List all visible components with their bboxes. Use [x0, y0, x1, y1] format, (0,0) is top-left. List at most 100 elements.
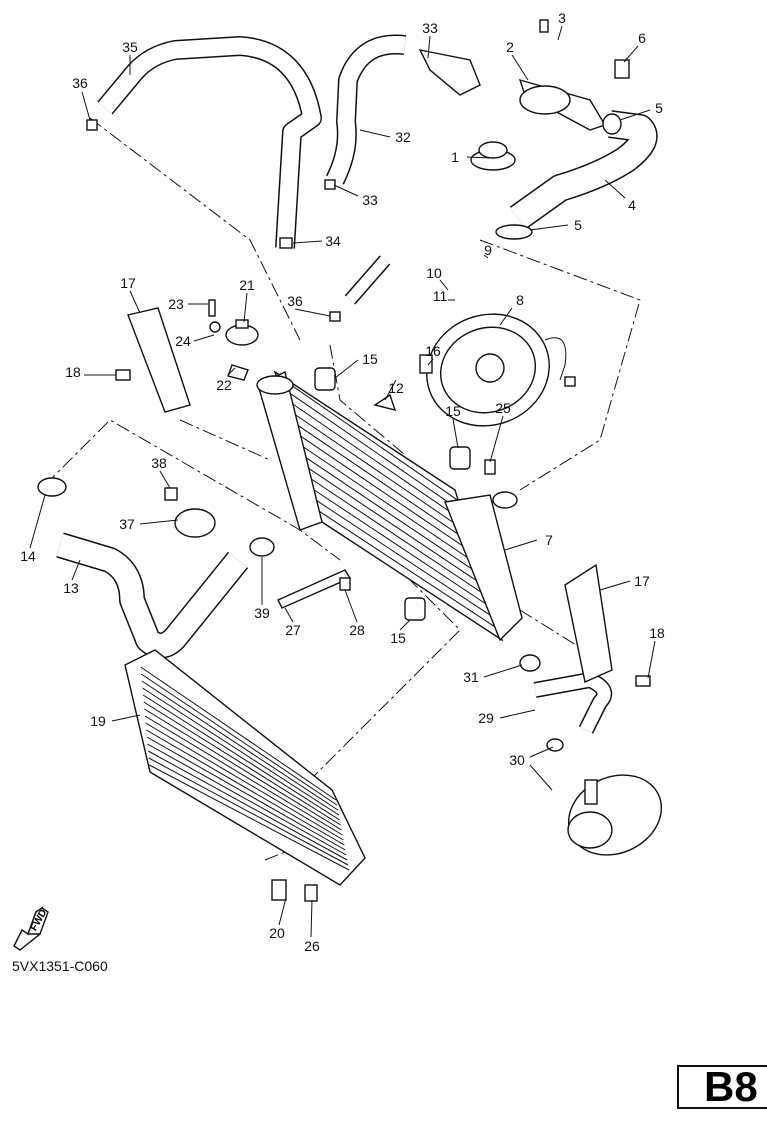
assembly-centerlines	[44, 117, 641, 861]
bracket-17-right	[564, 563, 651, 687]
hose-34	[344, 255, 391, 305]
callout-20: 20	[269, 925, 285, 941]
thermostat	[470, 141, 516, 171]
callout-7: 7	[545, 532, 553, 548]
callout-5b: 5	[574, 217, 582, 233]
guard-slat	[144, 715, 343, 836]
callout-5: 5	[655, 100, 663, 116]
callout-29: 29	[478, 710, 494, 726]
callout-22: 22	[216, 377, 232, 393]
callout-26: 26	[304, 938, 320, 954]
callout-33b: 33	[362, 192, 378, 208]
callout-9: 9	[484, 242, 492, 258]
callout-28: 28	[349, 622, 365, 638]
diagram-code: 5VX1351-C060	[12, 958, 108, 974]
callout-32: 32	[395, 129, 411, 145]
dampers	[314, 354, 496, 621]
callout-38: 38	[151, 455, 167, 471]
hose-35	[97, 36, 322, 249]
callout-15c: 15	[390, 630, 406, 646]
callout-23: 23	[168, 296, 184, 312]
callout-11: 11	[433, 288, 448, 304]
guard-slat	[141, 680, 339, 811]
callout-17b: 17	[634, 573, 650, 589]
radiator-fin	[319, 510, 499, 630]
guard-slat	[142, 687, 340, 816]
callout-37: 37	[119, 516, 135, 532]
leader-lines	[29, 25, 656, 938]
thermostat-housing	[518, 19, 607, 131]
callout-labels: 1 2 3 4 5 5 6 7 8 9 10 11 12 13 14 15 15…	[20, 10, 665, 954]
callout-6: 6	[638, 30, 646, 46]
guard-slat	[145, 722, 344, 841]
callout-24: 24	[175, 333, 191, 349]
guard-slat	[147, 743, 347, 856]
radiator-fin	[297, 425, 473, 544]
callout-2: 2	[506, 39, 514, 55]
callout-14: 14	[20, 548, 36, 564]
radiator-fin	[313, 489, 493, 609]
guard-slat	[149, 764, 350, 871]
radiator-fin	[292, 403, 466, 523]
callout-34: 34	[325, 233, 341, 249]
guard-slat	[147, 750, 348, 861]
callout-36: 36	[72, 75, 88, 91]
callout-10: 10	[426, 265, 442, 281]
page-label-box: B8	[677, 1063, 767, 1110]
sensor	[418, 49, 481, 96]
guard-slat	[146, 736, 346, 851]
callout-27: 27	[285, 622, 301, 638]
callout-35: 35	[122, 39, 138, 55]
guard-slat	[140, 666, 337, 801]
callout-33: 33	[422, 20, 438, 36]
guard-slat	[145, 729, 345, 846]
radiator	[256, 370, 523, 642]
guard-slat	[140, 673, 338, 806]
callout-1: 1	[451, 149, 459, 165]
callout-18: 18	[65, 364, 81, 380]
callout-16: 16	[425, 343, 441, 359]
hose-clips	[37, 59, 630, 752]
callout-36b: 36	[287, 293, 303, 309]
callout-8: 8	[516, 292, 524, 308]
radiator-guard	[124, 649, 366, 902]
hose-29	[533, 672, 613, 734]
callout-15b: 15	[445, 403, 461, 419]
guard-slat	[143, 701, 341, 826]
radiator-fin	[287, 382, 459, 502]
stay-27	[277, 569, 352, 609]
callout-21: 21	[239, 277, 255, 293]
cooling-fan	[426, 313, 576, 427]
fwd-arrow-icon: FWD	[13, 906, 49, 951]
radiator-fin	[311, 478, 489, 598]
callout-4: 4	[628, 197, 636, 213]
radiator-fin	[308, 468, 486, 587]
callout-13: 13	[63, 580, 79, 596]
radiator-fin	[305, 457, 483, 577]
callout-18b: 18	[649, 625, 665, 641]
callout-31: 31	[463, 669, 479, 685]
radiator-fin	[295, 414, 469, 534]
callout-17: 17	[120, 275, 136, 291]
hose-4	[509, 110, 658, 230]
hose-13	[56, 532, 249, 659]
callout-25: 25	[495, 400, 511, 416]
radiator-cap	[208, 299, 259, 381]
callout-3: 3	[558, 10, 566, 26]
guard-slat	[144, 708, 342, 831]
bracket-17-left	[115, 307, 191, 413]
page-label: B8	[704, 1063, 758, 1110]
callout-15: 15	[362, 351, 378, 367]
radiator-fin	[300, 435, 476, 555]
guard-slat	[148, 757, 349, 866]
callout-30: 30	[509, 752, 525, 768]
radiator-fin	[303, 446, 479, 566]
hose-clamp-37	[164, 487, 216, 538]
coolant-reservoir	[567, 774, 663, 856]
radiator-fin	[316, 500, 496, 619]
radiator-fin	[290, 393, 462, 512]
callout-12: 12	[388, 380, 404, 396]
callout-39: 39	[254, 605, 270, 621]
callout-19: 19	[90, 713, 106, 729]
